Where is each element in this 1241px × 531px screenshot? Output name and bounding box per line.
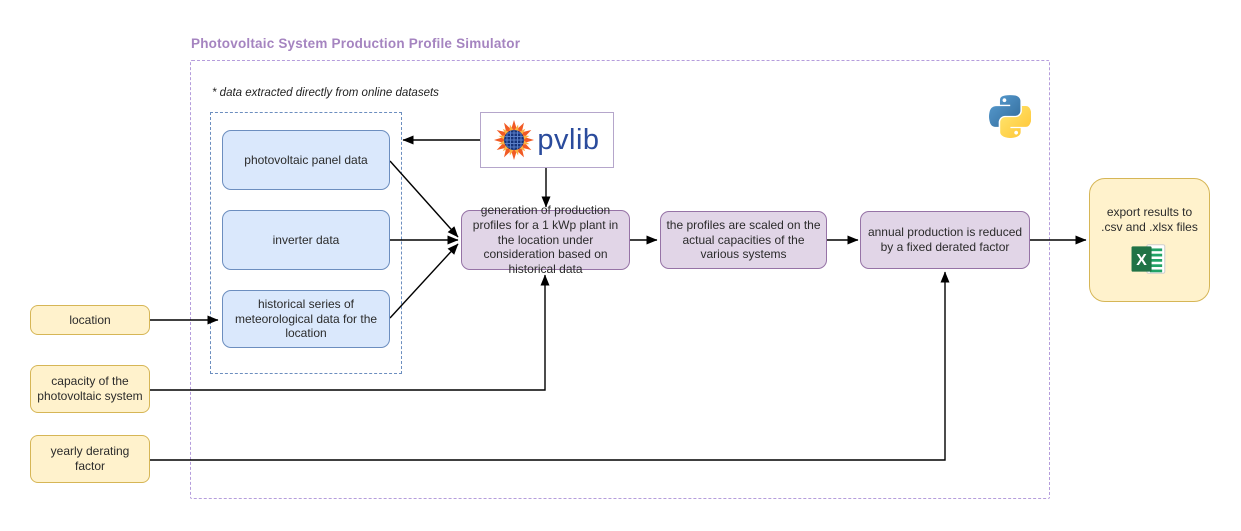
datasets-note: * data extracted directly from online da…: [212, 87, 439, 99]
python-icon: [989, 95, 1031, 138]
node-label: annual production is reduced by a fixed …: [867, 225, 1023, 254]
node-label: generation of production profiles for a …: [472, 203, 619, 276]
node-input-location: location: [30, 305, 150, 335]
node-generation-profiles: generation of production profiles for a …: [461, 203, 630, 276]
node-label: location: [69, 312, 111, 327]
node-label: the profiles are scaled on the actual ca…: [666, 218, 821, 262]
pvlib-wordmark: pvlib: [537, 123, 600, 156]
node-input-derating-factor: yearly derating factor: [30, 435, 150, 483]
excel-letter: X: [1136, 252, 1147, 269]
pvlib-sun-icon: [494, 120, 535, 160]
node-label: capacity of the photovoltaic system: [37, 374, 143, 403]
page-title: Photovoltaic System Production Profile S…: [191, 36, 521, 51]
node-label: export results to .csv and .xlsx files: [1101, 204, 1198, 234]
node-label: inverter data: [272, 232, 340, 247]
node-input-capacity: capacity of the photovoltaic system: [30, 365, 150, 413]
node-meteorological-data: historical series of meteorological data…: [222, 290, 390, 348]
node-export-results: export results to .csv and .xlsx files X: [1089, 178, 1210, 302]
node-label: historical series of meteorological data…: [234, 297, 378, 341]
node-label: photovoltaic panel data: [244, 152, 368, 167]
pvlib-logo: pvlib: [480, 112, 614, 168]
node-label: yearly derating factor: [50, 444, 130, 473]
node-derated-production: annual production is reduced by a fixed …: [860, 211, 1030, 269]
node-inverter-data: inverter data: [222, 210, 390, 270]
node-profile-scaling: the profiles are scaled on the actual ca…: [660, 211, 827, 269]
node-photovoltaic-panel-data: photovoltaic panel data: [222, 130, 390, 190]
excel-icon: X: [1131, 244, 1165, 274]
